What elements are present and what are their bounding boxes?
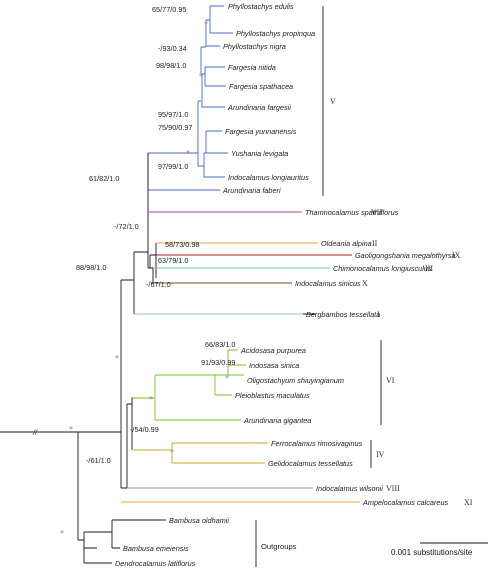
taxon-label: Phyllostachys edulis (228, 2, 294, 11)
asterisk: * (170, 448, 174, 457)
scale-bar: 0.001 substitutions/site (391, 542, 488, 557)
asterisk: * (69, 425, 73, 434)
branch-fargesia (201, 66, 226, 108)
colored-branches (121, 211, 360, 503)
taxon-label: Fargesia yunnanensis (225, 127, 297, 136)
clade-label-viii: VIII (386, 484, 400, 493)
break-symbol: // (32, 428, 38, 437)
support-value: -/72/1.0 (114, 222, 139, 231)
taxon-label: Fargesia nitida (228, 63, 276, 72)
branch-v-core (197, 100, 204, 167)
taxon-label: Chimonocalamus longiusculus (333, 264, 432, 273)
taxon-label: Fargesia spathacea (229, 82, 293, 91)
backbone-branches (0, 153, 316, 564)
taxon-label: Oligostachyum shiuyingianum (247, 376, 344, 385)
clade-label-xi: XI (464, 498, 473, 507)
support-value: 75/90/0.97 (158, 123, 193, 132)
branch-yunnan (203, 130, 228, 178)
support-value: -/93/0.34 (158, 44, 187, 53)
taxon-labels: Phyllostachys edulis Phyllostachys propi… (115, 2, 456, 568)
taxon-label: Oldeania alpina (321, 239, 372, 248)
taxon-label: Yushania levigata (231, 149, 288, 158)
taxon-label: Arundinaria faberi (222, 186, 281, 195)
branch-outgroup (78, 531, 112, 564)
asterisk: * (204, 20, 208, 29)
asterisk: * (186, 149, 190, 158)
support-value: 65/77/0.95 (152, 5, 187, 14)
support-value: 58/73/0.98 (165, 240, 200, 249)
taxon-label: Indosasa sinica (249, 361, 299, 370)
asterisk: * (60, 529, 64, 538)
clade-label-vi: VI (386, 376, 395, 385)
taxon-label: Dendrocalamus latiflorus (115, 559, 196, 568)
asterisk: * (115, 354, 119, 363)
branch-root (0, 431, 79, 540)
taxon-label: Gelidocalamus tessellatus (268, 459, 353, 468)
branch-clade-vi (133, 349, 246, 421)
taxon-label: Indocalamus wilsonii (316, 484, 383, 493)
asterisk: * (225, 374, 229, 383)
asterisk: * (149, 395, 153, 404)
support-value: 91/93/0.99 (201, 358, 236, 367)
support-value: 66/83/1.0 (205, 340, 235, 349)
clade-label-i: I (377, 310, 380, 319)
clade-labels: V VII II IX III X I VI IV VIII XI Outgro… (261, 97, 473, 551)
branch-v-stem (147, 152, 220, 191)
asterisk-markers: * * * * * * * * * (60, 20, 229, 538)
taxon-label: Ferrocalamus rimosivaginus (271, 439, 363, 448)
taxon-label: Phyllostachys nigra (223, 42, 286, 51)
clade-label-iv: IV (376, 450, 385, 459)
scale-label: 0.001 substitutions/site (391, 548, 473, 557)
taxon-label: Ampelocalamus calcareus (362, 498, 449, 507)
support-value: -/67/1.0 (146, 280, 171, 289)
taxon-label: Gaoligongshania megalothyrsa (355, 251, 456, 260)
outgroups-label: Outgroups (261, 542, 297, 551)
support-values: 65/77/0.95 -/93/0.34 98/98/1.0 95/97/1.0… (76, 5, 236, 465)
clade-label-x: X (362, 279, 368, 288)
taxon-label: Bambusa emeiensis (123, 544, 189, 553)
support-value: 61/82/1.0 (89, 174, 119, 183)
asterisk: * (199, 72, 203, 81)
taxon-label: Arundinaria fargesii (227, 103, 291, 112)
taxon-label: Bergbambos tessellata (306, 310, 380, 319)
branch-node-54 (121, 397, 133, 489)
taxon-label: Bambusa oldhamii (169, 516, 229, 525)
clade-label-ix: IX (452, 251, 461, 260)
taxon-label: Phyllostachys propinqua (236, 29, 315, 38)
support-value: 95/97/1.0 (158, 110, 188, 119)
support-value: -/54/0.99 (130, 425, 159, 434)
support-value: 88/98/1.0 (76, 263, 106, 272)
branch-phyllostachys (205, 5, 233, 47)
branch-bambusoid-ingroup (78, 280, 122, 488)
taxon-label: Indocalamus longiauritus (228, 173, 309, 182)
taxon-label: Arundinaria gigantea (243, 416, 311, 425)
branch-clade-iv (133, 442, 268, 464)
branch-outgroup-ticks (111, 519, 166, 549)
branch-node-72 (134, 153, 149, 268)
clade-label-v: V (330, 97, 336, 106)
taxon-label: Acidosasa purpurea (240, 346, 306, 355)
branch-node-63 (148, 243, 157, 284)
support-value: 97/99/1.0 (158, 162, 188, 171)
support-value: 63/79/1.0 (158, 256, 188, 265)
support-value: -/61/1.0 (86, 456, 111, 465)
clade-label-iii: III (425, 264, 433, 273)
clade-label-ii: II (372, 239, 378, 248)
taxon-label: Pleioblastus maculatus (235, 391, 310, 400)
clade-label-vii: VII (371, 208, 382, 217)
support-value: 98/98/1.0 (156, 61, 186, 70)
taxon-label: Indocalamus sinicus (295, 279, 361, 288)
taxon-label: Thamnocalamus spathiflorus (305, 208, 399, 217)
clade-brackets (255, 6, 382, 567)
